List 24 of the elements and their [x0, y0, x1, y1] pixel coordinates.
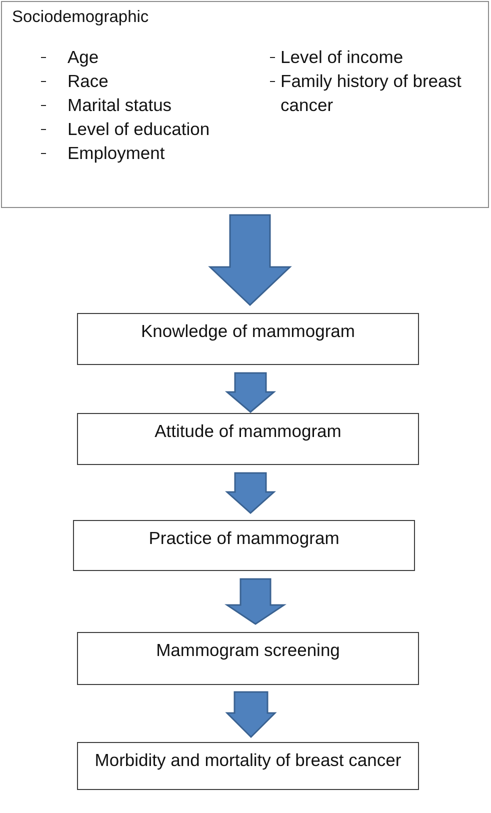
- block-arrow: [224, 372, 276, 413]
- block-arrow: [225, 691, 277, 738]
- process-box: [77, 632, 419, 685]
- list-item: Employment: [68, 142, 166, 164]
- box-label: Morbidity and mortality of breast cancer: [94, 749, 402, 771]
- list-item: Marital status: [68, 94, 173, 116]
- block-arrow: [208, 214, 292, 306]
- box-label: Attitude of mammogram: [154, 420, 342, 442]
- process-box: [77, 742, 419, 790]
- list-item: Level of income: [280, 46, 404, 68]
- box-label: Mammogram screening: [155, 639, 341, 661]
- box-label: Knowledge of mammogram: [140, 320, 356, 342]
- list-item: Level of education: [68, 118, 211, 140]
- process-box: [77, 413, 419, 465]
- process-box: [73, 520, 415, 571]
- panel-heading: Sociodemographic: [12, 7, 149, 28]
- block-arrow: [224, 578, 286, 625]
- list-item: Family history of breast cancer: [280, 70, 462, 116]
- list-item: Race: [68, 70, 110, 92]
- block-arrow: [225, 472, 276, 514]
- list-item: Age: [68, 46, 100, 68]
- factor-panel: [1, 1, 489, 208]
- box-label: Practice of mammogram: [148, 527, 340, 549]
- process-box: [77, 313, 419, 365]
